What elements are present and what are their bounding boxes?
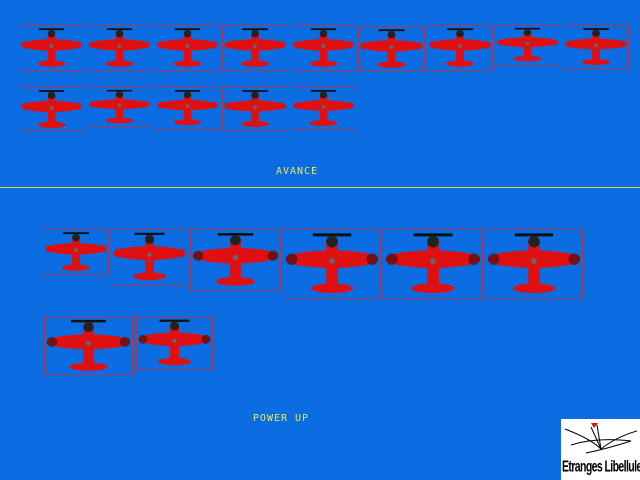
red-plane-icon [157, 90, 218, 126]
plane-sprite-frame [485, 229, 583, 299]
red-plane-icon [293, 28, 354, 67]
power-up-label: POWER UP [252, 413, 310, 424]
section-divider [0, 187, 640, 188]
plane-sprite-frame [222, 87, 288, 131]
red-plane-icon [192, 233, 279, 286]
avance-label: AVANCE [275, 166, 319, 177]
logo-text: Etranges Libellules [562, 458, 640, 476]
plane-sprite-frame [190, 229, 281, 291]
red-plane-icon [113, 232, 186, 281]
plane-sprite-frame [155, 87, 220, 129]
plane-sprite-frame [358, 26, 425, 72]
red-plane-icon [487, 233, 581, 294]
red-plane-icon [360, 29, 423, 68]
red-plane-icon [89, 28, 150, 67]
plane-sprite-frame [383, 229, 483, 299]
plane-sprite-frame [87, 25, 152, 71]
red-plane-icon [285, 233, 379, 294]
red-plane-icon [46, 319, 131, 371]
plane-sprite-frame [87, 87, 152, 127]
plane-sprite-frame [155, 25, 220, 71]
red-plane-icon [565, 28, 627, 65]
plane-sprite-frame [136, 316, 213, 370]
red-plane-icon [157, 28, 218, 67]
plane-sprite-frame [222, 25, 288, 71]
red-plane-icon [138, 319, 211, 366]
red-plane-icon [224, 90, 286, 127]
red-plane-icon [497, 27, 558, 62]
red-plane-icon [89, 89, 150, 124]
dragonfly-logo-icon [564, 423, 638, 454]
red-plane-icon [429, 28, 491, 67]
red-plane-icon [385, 233, 481, 294]
plane-sprite-frame [111, 229, 188, 285]
plane-sprite-frame [291, 25, 356, 71]
red-plane-icon [45, 232, 107, 271]
plane-sprite-frame [283, 229, 381, 299]
plane-sprite-frame [43, 229, 109, 275]
red-plane-icon [21, 28, 82, 67]
plane-sprite-frame [563, 25, 629, 69]
plane-sprite-frame [19, 25, 84, 71]
red-plane-icon [293, 90, 354, 127]
red-plane-icon [21, 90, 82, 128]
plane-sprite-frame [291, 87, 356, 130]
etranges-libellules-logo: Etranges Libellules [561, 419, 640, 480]
plane-sprite-frame [19, 87, 84, 132]
plane-sprite-frame [44, 316, 133, 376]
plane-sprite-frame [495, 25, 560, 65]
red-plane-icon [224, 28, 286, 67]
plane-sprite-frame [427, 25, 493, 71]
